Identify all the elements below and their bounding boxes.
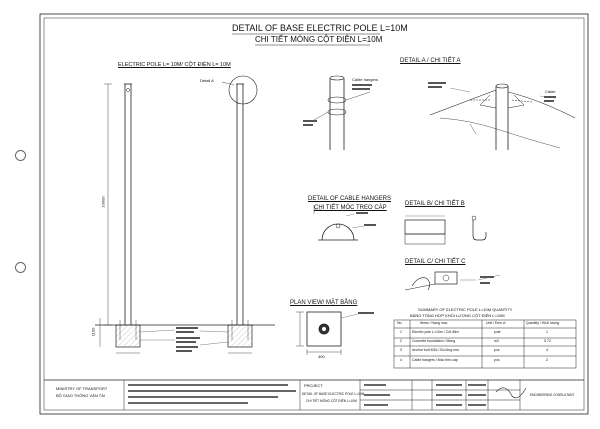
summary-row-unit: pcs bbox=[494, 348, 500, 352]
label-cable-hangers: Cable hangers bbox=[352, 77, 379, 82]
summary-row-no: 4 bbox=[400, 358, 402, 362]
summary-header-qty: Quantity / Khối lượng bbox=[526, 321, 560, 325]
summary-row-qty: 0.72 bbox=[544, 339, 551, 343]
dim-plan: 400 bbox=[318, 354, 325, 359]
titleblock-drawing-name: DETAIL OF BASE ELECTRIC POLE L=10M bbox=[302, 392, 365, 396]
summary-row-qty: 2 bbox=[546, 358, 548, 362]
summary-header-unit: Unit / Đơn vị bbox=[486, 321, 506, 325]
summary-table bbox=[393, 319, 577, 369]
drawing-subtitle: CHI TIẾT MÓNG CỘT ĐIỆN L=10M bbox=[255, 35, 383, 44]
dim-base: 1100 bbox=[90, 327, 96, 337]
title-block bbox=[44, 379, 584, 410]
summary-row-unit: pcs bbox=[494, 358, 500, 362]
section-detail-b: DETAIL B/ CHI TIẾT B bbox=[405, 201, 465, 207]
cable-hanger-detail bbox=[313, 205, 376, 241]
detail-a-callout bbox=[228, 75, 258, 105]
titleblock-project: PROJECT bbox=[304, 383, 323, 388]
pole-elevation bbox=[95, 75, 275, 354]
summary-row-unit: m3 bbox=[494, 339, 499, 343]
section-plan: PLAN VIEW/ MẶT BẰNG bbox=[290, 300, 358, 306]
titleblock-owner: MINISTRY OF TRANSPORT bbox=[56, 386, 108, 391]
label-cable: Cable bbox=[545, 89, 556, 94]
titleblock-owner-vn: BỘ GIAO THÔNG VẬN TẢI bbox=[56, 393, 105, 398]
summary-row-qty: 1 bbox=[546, 330, 548, 334]
summary-header-items: Items / Hạng mục bbox=[420, 321, 448, 325]
section-hangers: DETAIL OF CABLE HANGERS bbox=[308, 196, 392, 202]
section-hangers-vn: CHI TIẾT MÓC TREO CÁP bbox=[314, 205, 387, 211]
summary-title-vn: BẢNG TỔNG HỢP KHỐI LƯỢNG CỘT ĐIỆN L=10M bbox=[410, 313, 505, 318]
pole-notes bbox=[176, 327, 200, 352]
summary-row-unit: pole bbox=[494, 330, 501, 334]
foundation-right bbox=[227, 324, 253, 348]
detail-a-right bbox=[428, 82, 576, 150]
summary-row-qty: 4 bbox=[546, 348, 548, 352]
detail-c bbox=[404, 271, 501, 291]
section-detail-a: DETAIL A / CHI TIẾT A bbox=[400, 58, 461, 64]
binder-hole-top bbox=[15, 150, 26, 161]
summary-row-no: 1 bbox=[400, 330, 402, 334]
dim-pole-height: 10000 bbox=[100, 196, 106, 208]
summary-row-item: Electric pole L=10m / Cột điện bbox=[412, 330, 459, 334]
label-detail-a-ref: Detail A bbox=[200, 78, 214, 83]
detail-b bbox=[404, 215, 487, 245]
section-detail-c: DETAIL C/ CHI TIẾT C bbox=[405, 259, 466, 265]
summary-row-item: Cable hangers / Móc treo cáp bbox=[412, 358, 458, 362]
titleblock-drawing-name-vn: CHI TIẾT MÓNG CỘT ĐIỆN L=10M bbox=[306, 399, 357, 403]
outer-frame bbox=[39, 13, 589, 415]
summary-row-no: 3 bbox=[400, 348, 402, 352]
summary-row-no: 2 bbox=[400, 339, 402, 343]
section-pole: ELECTRIC POLE L= 10M/ CỘT ĐIỆN L= 10M bbox=[118, 62, 231, 68]
summary-title: SUMMARY OF ELECTRIC POLE L=10M QUANTITY bbox=[418, 307, 513, 312]
summary-header-no: No. bbox=[397, 321, 403, 325]
inner-frame bbox=[43, 17, 585, 411]
detail-a-left bbox=[303, 75, 372, 150]
plan-view bbox=[296, 311, 374, 355]
binder-hole-bottom bbox=[15, 262, 26, 273]
foundation-left bbox=[115, 324, 141, 348]
summary-row-item: Anchor bolt M16 / Bu lông neo bbox=[412, 348, 460, 352]
titleblock-company: ENGINEERING CONSULTANT bbox=[530, 393, 575, 397]
drawing-title: DETAIL OF BASE ELECTRIC POLE L=10M bbox=[232, 23, 408, 33]
summary-row-item: Concrete foundation / Móng bbox=[412, 339, 456, 343]
